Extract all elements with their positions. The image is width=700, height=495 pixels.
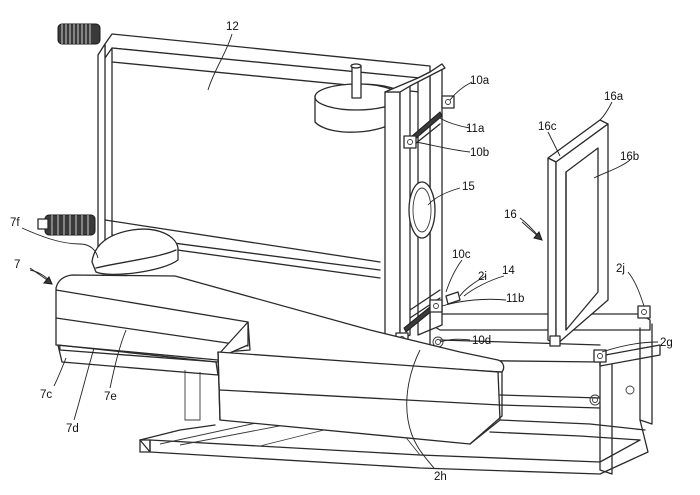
- label-16b: 16b: [620, 151, 639, 163]
- label-7f: 7f: [10, 217, 20, 229]
- label-7: 7: [14, 259, 20, 271]
- label-10a: 10a: [470, 75, 490, 87]
- label-11b: 11b: [506, 293, 524, 305]
- frame-16: [548, 120, 608, 346]
- label-11a: 11a: [466, 123, 485, 135]
- label-16c: 16c: [538, 121, 557, 133]
- label-7e: 7e: [104, 391, 117, 403]
- label-7c: 7c: [40, 389, 52, 401]
- label-2i: 2i: [478, 271, 487, 283]
- label-16: 16: [504, 209, 517, 221]
- board-12: [38, 24, 430, 278]
- vertical-column: [385, 64, 460, 345]
- label-7d: 7d: [66, 423, 79, 435]
- label-10b: 10b: [470, 147, 489, 159]
- label-2g: 2g: [660, 337, 673, 349]
- label-12: 12: [226, 21, 239, 33]
- label-2j: 2j: [616, 263, 625, 275]
- label-10d: 10d: [472, 335, 491, 347]
- label-15: 15: [462, 181, 475, 193]
- label-16a: 16a: [604, 91, 624, 103]
- label-14: 14: [502, 265, 515, 277]
- label-10c: 10c: [452, 249, 471, 261]
- label-2h: 2h: [434, 471, 447, 483]
